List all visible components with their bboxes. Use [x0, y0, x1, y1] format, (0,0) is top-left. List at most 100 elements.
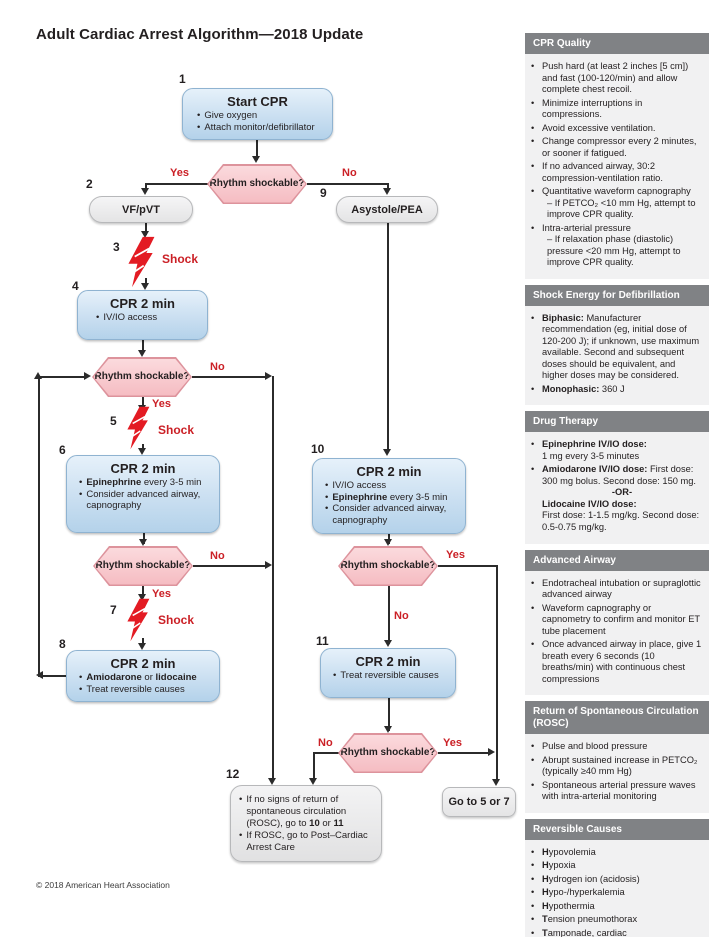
arrowhead-down	[139, 539, 147, 546]
sidebar-item-text: Epinephrine IV/IO dose:1 mg every 3-5 mi…	[542, 439, 702, 462]
sidebar-item-text: Change compressor every 2 minutes, or so…	[542, 136, 697, 158]
sidebar-list-item: •Intra-arterial pressure– If relaxation …	[531, 223, 702, 269]
step-number-10: 10	[311, 442, 325, 456]
connector-line	[438, 565, 498, 567]
cpr6-title: CPR 2 min	[110, 461, 176, 476]
sidebar-item-text: Endotracheal intubation or supraglottic …	[542, 577, 701, 600]
connector-line	[142, 340, 144, 353]
cpr6-bullet: Consider advanced airway, capnography	[86, 488, 201, 512]
arrowhead-down	[492, 779, 500, 786]
connector-line	[193, 565, 266, 567]
cpr10-bullet: Epinephrine every 3-5 min	[332, 491, 448, 503]
connector-line	[142, 397, 144, 409]
step-number-4: 4	[72, 279, 79, 293]
decision-question: Rhythm shockable?	[94, 547, 192, 585]
sidebar-sections: CPR Quality•Push hard (at least 2 inches…	[525, 33, 709, 937]
sidebar-item-bold-line: Lidocaine IV/IO dose:	[542, 498, 637, 509]
sidebar-section: Advanced Airway•Endotracheal intubation …	[525, 549, 709, 696]
decision-rhythm-shockable-4: Rhythm shockable?	[338, 546, 438, 586]
sidebar-item-text: Spontaneous arterial pressure waves with…	[542, 779, 696, 802]
sidebar-item-text: Quantitative waveform capnography– If PE…	[542, 186, 702, 221]
cpr-2min-box-4: CPR 2 min •IV/IO access	[77, 290, 208, 340]
sidebar-section-body: • Push hard (at least 2 inches [5 cm]) an…	[525, 54, 709, 279]
sidebar-section: Reversible Causes•Hypovolemia•Hypoxia•Hy…	[525, 818, 709, 937]
sidebar-section-body: • Endotracheal intubation or supraglottic…	[525, 570, 709, 696]
cpr-2min-box-6: CPR 2 min • Epinephrine every 3-5 min •C…	[66, 455, 220, 533]
sidebar-item-text: Once advanced airway in place, give 1 br…	[542, 639, 702, 684]
cpr4-title: CPR 2 min	[109, 296, 175, 311]
sidebar-list-item: • Once advanced airway in place, give 1 b…	[531, 639, 702, 685]
sidebar-list-item: •Pulse and blood pressure	[531, 741, 702, 753]
step-number-1: 1	[179, 72, 186, 86]
sidebar-list-item: •Waveform capnography or capnometry to c…	[531, 603, 702, 638]
bullet-dot: •	[531, 222, 535, 233]
sidebar-item-text: Minimize interruptions in compressions.	[542, 97, 643, 120]
step-number-8: 8	[59, 637, 66, 651]
arrowhead-down	[268, 778, 276, 785]
branch-label-yes: Yes	[443, 737, 462, 749]
sidebar-list-item: •If no advanced airway, 30:2 compression…	[531, 161, 702, 184]
sidebar-list-item: •Avoid excessive ventilation.	[531, 123, 702, 135]
bullet-dot: •	[79, 683, 83, 695]
bullet-dot: •	[531, 846, 535, 857]
step-number-9: 9	[320, 186, 327, 200]
sidebar-item-text: Monophasic: 360 J	[542, 383, 625, 394]
start-cpr-bullet: Attach monitor/defibrillator	[204, 121, 315, 133]
decision-rhythm-shockable-3: Rhythm shockable?	[93, 546, 193, 586]
sidebar-item-text: Tamponade, cardiac	[542, 927, 627, 937]
decision-rhythm-shockable-5: Rhythm shockable?	[338, 733, 438, 773]
bullet-dot: •	[531, 464, 535, 475]
connector-line	[387, 183, 389, 191]
bullet-dot: •	[79, 488, 83, 500]
sidebar-item-text: Push hard (at least 2 inches [5 cm]) and…	[542, 61, 689, 95]
branch-label-yes: Yes	[446, 549, 465, 561]
step-number-5: 5	[110, 414, 117, 428]
bullet-dot: •	[96, 312, 100, 323]
bullet-dot: •	[531, 914, 535, 925]
bullet-dot: •	[531, 136, 535, 147]
sidebar-section-title: Drug Therapy	[525, 411, 709, 433]
arrowhead-left	[36, 671, 43, 679]
step-number-7: 7	[110, 603, 117, 617]
bullet-dot: •	[531, 61, 535, 71]
bullet-dot: •	[531, 439, 535, 450]
bullet-dot: •	[531, 887, 535, 898]
connector-line	[145, 183, 147, 191]
step-number-2: 2	[86, 177, 93, 191]
sidebar-item-text: Biphasic: Manufacturer recommendation (e…	[542, 312, 700, 381]
sidebar-section-title: Shock Energy for Defibrillation	[525, 284, 709, 306]
decision-question: Rhythm shockable?	[339, 734, 437, 772]
sidebar-section: Return of Spontaneous Circulation (ROSC)…	[525, 701, 709, 813]
connector-line	[256, 138, 258, 160]
cpr6-bullet: Epinephrine every 3-5 min	[86, 477, 202, 488]
sidebar-list-item: • Epinephrine IV/IO dose:1 mg every 3-5 m…	[531, 439, 702, 462]
arrowhead-down	[384, 539, 392, 546]
bullet-dot: •	[531, 873, 535, 884]
start-cpr-bullet: Give oxygen	[204, 110, 258, 121]
goto-5-or-7-box: Go to 5 or 7	[442, 787, 516, 817]
bullet-dot: •	[197, 121, 201, 133]
cpr8-bullet: Treat reversible causes	[86, 683, 185, 695]
sidebar-list-item: •Quantitative waveform capnography– If P…	[531, 186, 702, 221]
arrowhead-down	[309, 778, 317, 785]
connector-line	[145, 183, 208, 185]
arrowhead-right	[84, 372, 91, 380]
sidebar-item-subline: – If relaxation phase (diastolic) pressu…	[547, 234, 681, 268]
sidebar-section-body: •Pulse and blood pressure •Abrupt sustain…	[525, 734, 709, 813]
bullet-dot: •	[531, 602, 535, 613]
cpr-2min-box-11: CPR 2 min •Treat reversible causes	[320, 648, 456, 698]
cpr-2min-box-10: CPR 2 min •IV/IO access • Epinephrine ev…	[312, 458, 466, 534]
sidebar-list-item: •Abrupt sustained increase in PETCO₂ (ty…	[531, 755, 702, 778]
arrowhead-down	[138, 448, 146, 455]
shock-label: Shock	[158, 613, 195, 627]
cpr4-bullet: IV/IO access	[103, 312, 158, 323]
shock-label: Shock	[158, 423, 195, 437]
step-number-12: 12	[226, 767, 240, 781]
bullet-dot: •	[197, 110, 201, 121]
arrowhead-down	[138, 643, 146, 650]
bullet-dot: •	[531, 639, 535, 650]
connector-line	[142, 586, 144, 598]
sidebar-section-body: • Epinephrine IV/IO dose:1 mg every 3-5 m…	[525, 432, 709, 544]
sidebar-item-text: Hypovolemia	[542, 846, 596, 857]
arrowhead-down	[141, 283, 149, 290]
